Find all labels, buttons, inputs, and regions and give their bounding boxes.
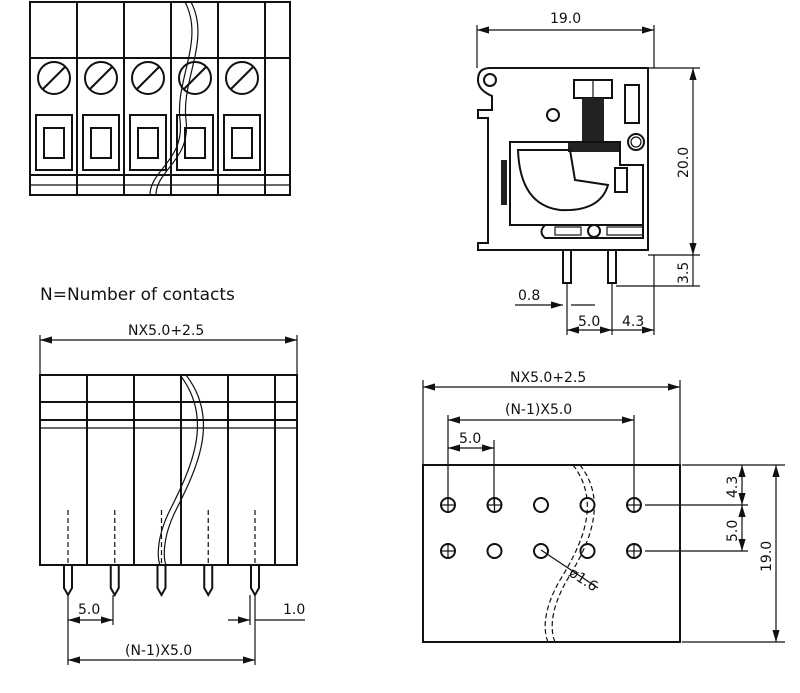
pin xyxy=(109,565,120,598)
wire-entry-inner xyxy=(90,127,112,159)
pcb-hole xyxy=(533,543,549,559)
screw-icon xyxy=(84,61,118,95)
top-view: NX5.0+2.5 5.0 1.0 (N-1)X5.0 xyxy=(39,323,305,665)
wire-entry-inner xyxy=(231,127,253,159)
dim-pitch: 5.0 xyxy=(78,602,100,618)
wire-entry xyxy=(35,114,73,171)
dim-overall-length: NX5.0+2.5 xyxy=(128,323,204,339)
pcb-dim-row-spacing: 5.0 xyxy=(725,520,741,542)
screw-icon xyxy=(131,61,165,95)
front-view xyxy=(29,1,291,196)
screw-slot xyxy=(89,66,113,90)
screw-icon xyxy=(225,61,259,95)
screw-slot xyxy=(42,66,66,90)
dim-pin-spacing: 5.0 xyxy=(578,314,600,330)
dim-span: (N-1)X5.0 xyxy=(125,643,192,659)
pin xyxy=(156,565,167,598)
screw-icon xyxy=(37,61,71,95)
pcb-hole xyxy=(486,543,503,559)
dim-pin-offset: 4.3 xyxy=(622,314,644,330)
screw-slot xyxy=(230,66,254,90)
wire-entry xyxy=(176,114,214,171)
pin xyxy=(63,565,73,598)
dim-pin-thickness: 0.8 xyxy=(518,288,540,304)
dim-pin-length: 3.5 xyxy=(676,262,692,284)
pcb-dim-width: 19.0 xyxy=(759,541,775,572)
pcb-dim-overall: NX5.0+2.5 xyxy=(510,370,586,386)
pin xyxy=(203,565,214,598)
dim-width: 19.0 xyxy=(550,11,581,27)
wire-entry xyxy=(129,114,167,171)
screw-slot xyxy=(136,66,160,90)
pcb-hole xyxy=(579,497,596,513)
wire-entry xyxy=(82,114,120,171)
pcb-dim-pitch: 5.0 xyxy=(459,431,481,447)
screw-slot xyxy=(183,66,207,90)
pcb-dim-row-offset: 4.3 xyxy=(725,476,741,498)
wire-entry-inner xyxy=(43,127,65,159)
wire-entry-inner xyxy=(184,127,206,159)
wire-entry-inner xyxy=(137,127,159,159)
pcb-hole xyxy=(533,497,549,513)
wire-entry xyxy=(223,114,261,171)
pin xyxy=(250,565,260,598)
pcb-dim-span: (N-1)X5.0 xyxy=(505,402,572,418)
pcb-layout: NX5.0+2.5 (N-1)X5.0 5.0 ø1.6 4.3 5.0 19.… xyxy=(422,370,785,643)
legend-text: N=Number of contacts xyxy=(40,285,235,305)
screw-icon xyxy=(178,61,212,95)
pcb-dim-hole-diameter: ø1.6 xyxy=(566,565,601,595)
dim-height: 20.0 xyxy=(676,147,692,178)
pcb-hole xyxy=(579,543,596,559)
dim-pin-thickness-top: 1.0 xyxy=(283,602,305,618)
side-view: 19.0 20.0 3.5 0.8 5.0 4.3 xyxy=(476,11,700,335)
